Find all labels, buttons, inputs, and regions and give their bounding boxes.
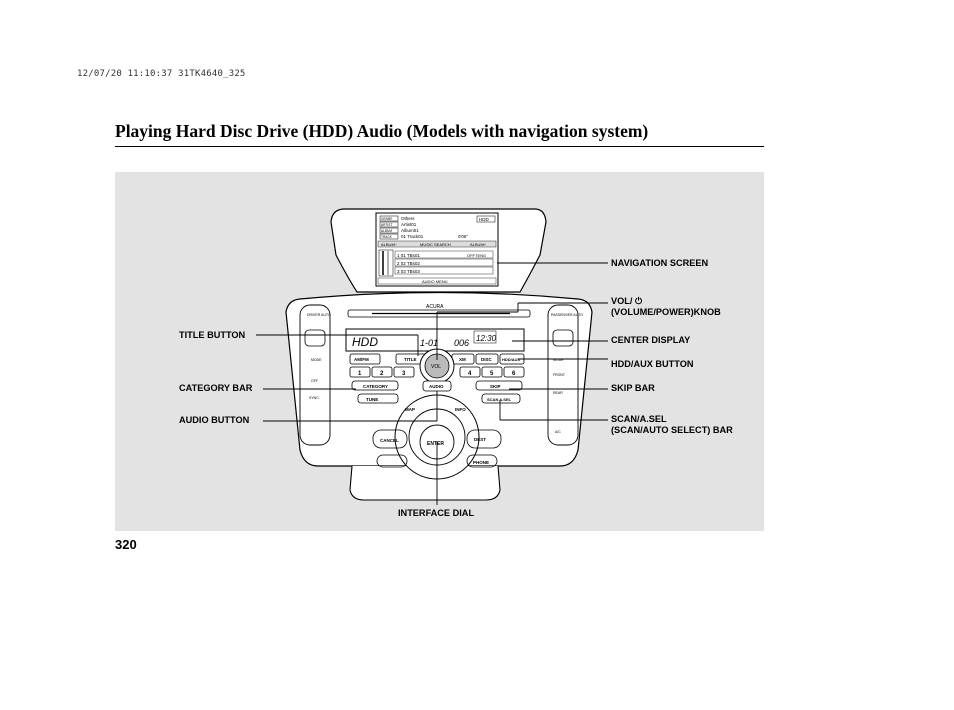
scan-bar[interactable]: SCAN A.SEL <box>487 397 512 402</box>
screen-nav-left: ALBUM− <box>381 242 398 247</box>
label-scan-line2: (SCAN/AUTO SELECT) BAR <box>611 424 733 435</box>
display-hdd: HDD <box>352 335 378 349</box>
hdd-aux-button[interactable]: HDD/AUX <box>502 357 521 362</box>
label-hdd-aux-button: HDD/AUX BUTTON <box>611 359 694 369</box>
label-vol-line2: (VOLUME/POWER)KNOB <box>611 306 721 317</box>
screen-track-time: 0'06" <box>458 234 468 239</box>
screen-badge: HDD <box>479 217 489 222</box>
page-title: Playing Hard Disc Drive (HDD) Audio (Mod… <box>115 121 649 141</box>
left-off-label: OFF <box>311 379 318 383</box>
label-scan-bar: SCAN/A.SEL(SCAN/AUTO SELECT) BAR <box>611 414 733 435</box>
screen-nav-center: MUSIC SEARCH <box>420 242 451 247</box>
preset-5[interactable]: 5 <box>490 371 494 377</box>
cancel-button[interactable]: CANCEL <box>380 438 399 443</box>
right-mode-label: MODE <box>553 358 564 362</box>
leader-lines <box>256 262 608 505</box>
page-number: 320 <box>115 537 137 552</box>
preset-1[interactable]: 1 <box>358 371 362 377</box>
display-track: 1-01 <box>420 338 438 348</box>
display-track-time: 006 <box>454 338 469 348</box>
tune-bar[interactable]: TUNE <box>366 397 378 402</box>
label-scan-line1: SCAN/A.SEL <box>611 414 667 424</box>
left-mode-label: MODE <box>311 358 322 362</box>
screen-list-2: 3 03 TBs03 <box>397 269 420 274</box>
screen-row-3: 01 Track01 <box>401 234 424 239</box>
preset-4[interactable]: 4 <box>468 371 472 377</box>
title-button[interactable]: TITLE <box>404 357 417 362</box>
screen-tag-3: TRACK <box>381 235 393 239</box>
screen-footer: AUDIO MENU <box>422 279 448 284</box>
display-clock: 12:30 <box>476 334 497 343</box>
screen-nav-right: ALBUM+ <box>470 242 487 247</box>
amfm-button[interactable]: AM/FM <box>354 357 369 362</box>
preset-6[interactable]: 6 <box>512 371 516 377</box>
label-center-display: CENTER DISPLAY <box>611 335 691 345</box>
brand-label: ACURA <box>426 304 444 310</box>
screen-list-0: 1 01 TBs01 <box>397 253 420 258</box>
dest-button[interactable]: DEST <box>474 437 486 442</box>
preset-2[interactable]: 2 <box>380 371 384 377</box>
rear-label: REAR <box>553 391 563 395</box>
front-label: FRONT <box>553 373 566 377</box>
label-vol-knob: VOL/ ⏻(VOLUME/POWER)KNOB <box>611 296 721 317</box>
screen-list-right: OFFTENG <box>467 253 486 258</box>
power-icon: ⏻ <box>635 296 643 306</box>
vol-knob[interactable]: VOL <box>431 364 441 370</box>
screen-row-2: Album01 <box>401 228 419 233</box>
disc-button[interactable]: DISC <box>481 357 493 362</box>
screen-list-1: 2 02 TBs02 <box>397 261 420 266</box>
screen-row-0: Others <box>401 216 415 221</box>
audio-unit: DRIVER AUTO MODE OFF SYNC PASSENGER AUTO… <box>285 291 593 501</box>
screen-tag-0: GENRE <box>381 217 392 221</box>
enter-button[interactable]: ENTER <box>427 441 444 447</box>
preset-3[interactable]: 3 <box>402 371 406 377</box>
label-interface-dial: INTERFACE DIAL <box>398 508 475 518</box>
title-rule <box>115 146 764 147</box>
label-category-bar: CATEGORY BAR <box>179 383 253 393</box>
label-vol-line1: VOL/ <box>611 296 633 306</box>
label-title-button: TITLE BUTTON <box>179 330 246 340</box>
phone-button[interactable]: PHONE <box>473 460 489 465</box>
info-button[interactable]: INFO <box>455 407 466 412</box>
sync-label: SYNC <box>309 396 319 400</box>
label-audio-button: AUDIO BUTTON <box>179 415 250 425</box>
navigation-screen: GENRE Others ARTIST Artist01 ALBUM Album… <box>330 208 547 293</box>
label-navigation-screen: NAVIGATION SCREEN <box>611 258 709 268</box>
driver-auto-label: DRIVER AUTO <box>307 313 331 317</box>
print-stamp: 12/07/20 11:10:37 31TK4640_325 <box>77 69 246 79</box>
ac-label: A/C <box>555 430 561 434</box>
screen-tag-2: ALBUM <box>381 229 392 233</box>
skip-bar[interactable]: SKIP <box>490 384 501 389</box>
label-skip-bar: SKIP BAR <box>611 383 655 393</box>
screen-tag-1: ARTIST <box>381 223 392 227</box>
passenger-auto-label: PASSENGER AUTO <box>551 313 583 317</box>
screen-row-1: Artist01 <box>401 222 417 227</box>
xm-button[interactable]: XM <box>459 357 466 362</box>
map-button[interactable]: MAP <box>405 407 415 412</box>
category-bar[interactable]: CATEGORY <box>363 384 388 389</box>
audio-button[interactable]: AUDIO <box>429 384 444 389</box>
